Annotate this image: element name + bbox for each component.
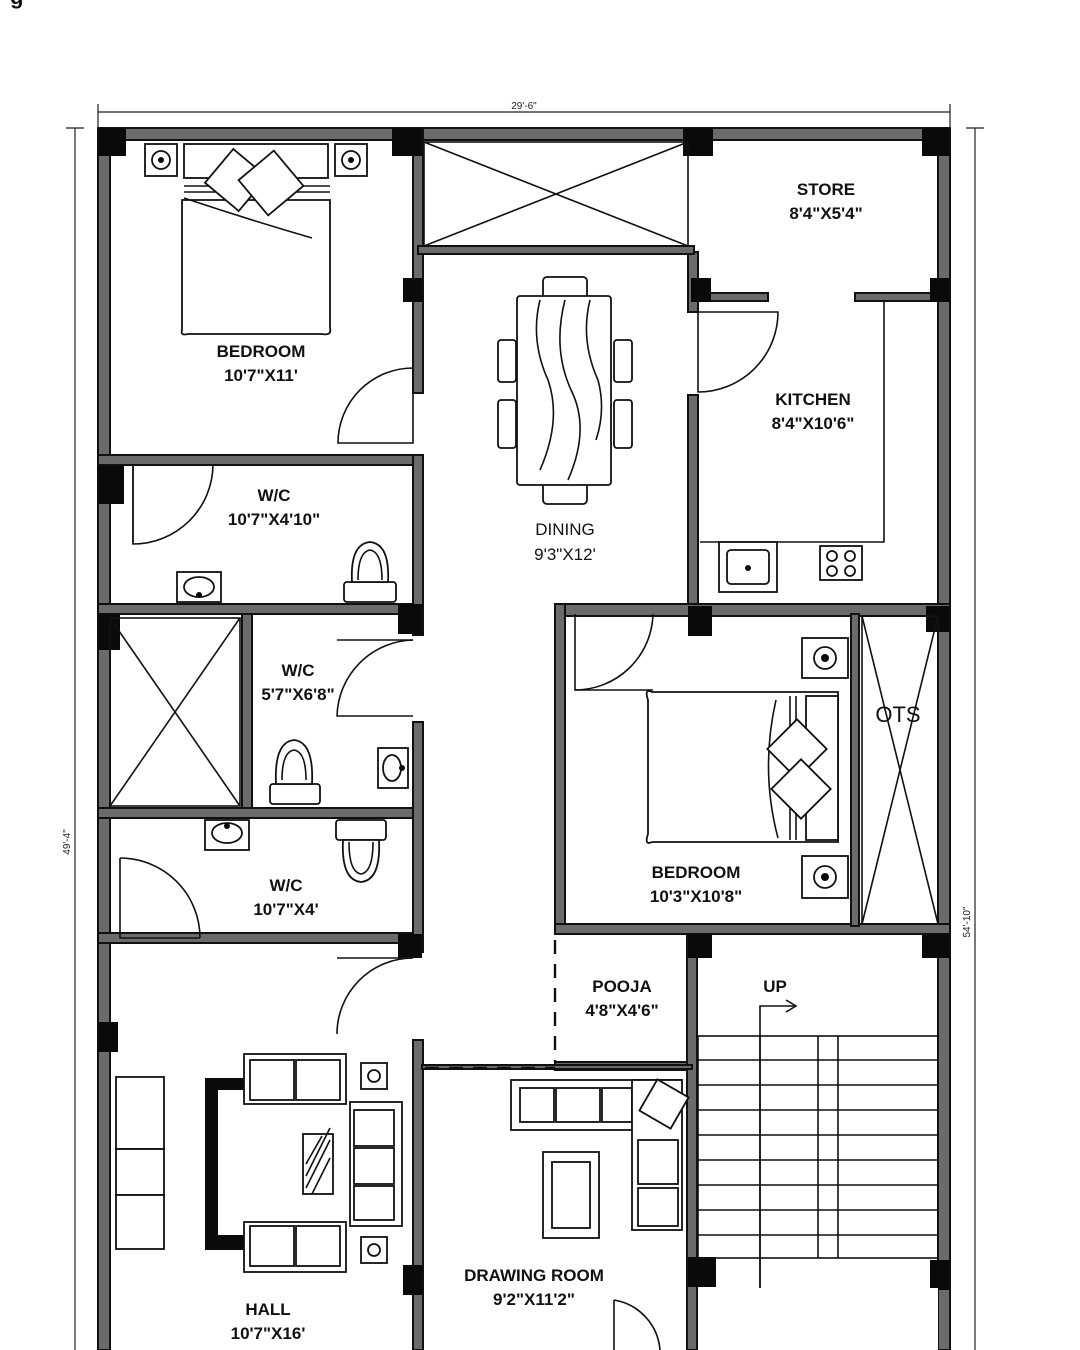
store-size: 8'4"X5'4" (789, 204, 862, 223)
toilet-icon (269, 739, 321, 805)
drawing-room-name: DRAWING ROOM (464, 1266, 604, 1285)
drawing-room: DRAWING ROOM 9'2"X11'2" (425, 1066, 690, 1350)
door-icon (119, 857, 201, 939)
stove-icon (819, 545, 863, 581)
bedroom-1-name: BEDROOM (217, 342, 306, 361)
kitchen: KITCHEN 8'4"X10'6" (697, 301, 885, 593)
door-icon (697, 311, 779, 393)
washbasin-icon (176, 571, 222, 603)
hall-size: 10'7"X16' (231, 1324, 306, 1343)
wc-3-name: W/C (269, 876, 302, 895)
sink-icon (718, 541, 778, 593)
door-icon (336, 639, 414, 717)
hall: HALL 10'7"X16' (115, 957, 414, 1343)
arrow-up-icon (759, 999, 798, 1290)
bedroom-2-size: 10'3"X10'8" (650, 887, 742, 906)
store-room: STORE 8'4"X5'4" (789, 180, 862, 223)
dining-room: DINING 9'3"X12' (497, 276, 633, 564)
width-dimension-label: 29'-6" (511, 101, 537, 112)
door-icon (613, 1299, 661, 1350)
bedroom-2: BEDROOM 10'3"X10'8" (574, 613, 849, 906)
sofa-icon (115, 1076, 165, 1250)
side-table-icon (144, 143, 368, 177)
ots-shaft: OTS (861, 615, 939, 925)
rug-icon (542, 1151, 600, 1239)
kitchen-size: 8'4"X10'6" (772, 414, 855, 433)
wc-3: W/C 10'7"X4' (119, 819, 387, 939)
kitchen-name: KITCHEN (775, 390, 851, 409)
door-icon (132, 464, 214, 545)
bedroom-1-size: 10'7"X11' (224, 366, 298, 385)
living-set-icon (205, 1053, 403, 1273)
dining-name: DINING (535, 520, 595, 539)
dimension-lines (66, 104, 984, 1350)
staircase: UP (697, 977, 939, 1350)
pooja-size: 4'8"X4'6" (585, 1001, 658, 1020)
dining-size: 9'3"X12' (534, 545, 596, 564)
sofa-icon (510, 1078, 690, 1231)
ots-label: OTS (875, 702, 920, 727)
ventilation-shaft (423, 141, 689, 247)
shower-area (109, 617, 241, 807)
caption-text: g (10, 0, 23, 9)
wc-2: W/C 5'7"X6'8" (261, 639, 414, 805)
bed-icon (180, 143, 332, 336)
dining-table-icon (497, 276, 633, 505)
left-height-dimension-label: 49'-4" (62, 829, 73, 855)
pooja-room: POOJA 4'8"X4'6" (553, 940, 659, 1062)
columns (98, 128, 950, 1295)
door-icon (336, 957, 414, 1035)
bedroom-1: BEDROOM 10'7"X11' (144, 143, 414, 444)
door-icon (574, 613, 654, 691)
washbasin-icon (204, 819, 250, 851)
hall-name: HALL (245, 1300, 290, 1319)
side-table-icon (801, 637, 849, 899)
door-icon (337, 367, 414, 444)
wc-1-name: W/C (257, 486, 290, 505)
pooja-name: POOJA (592, 977, 652, 996)
bed-icon (645, 690, 839, 844)
washbasin-icon (377, 747, 409, 789)
wc-1: W/C 10'7"X4'10" (132, 464, 397, 603)
drawing-room-size: 9'2"X11'2" (493, 1290, 575, 1309)
bedroom-2-name: BEDROOM (652, 863, 741, 882)
store-name: STORE (797, 180, 855, 199)
toilet-icon (343, 541, 397, 603)
wc-2-name: W/C (281, 661, 314, 680)
right-height-dimension-label: 54'-10" (962, 906, 973, 937)
toilet-icon (335, 819, 387, 883)
stairs-label: UP (763, 977, 787, 996)
wc-2-size: 5'7"X6'8" (261, 685, 334, 704)
wc-3-size: 10'7"X4' (253, 900, 318, 919)
wc-1-size: 10'7"X4'10" (228, 510, 320, 529)
